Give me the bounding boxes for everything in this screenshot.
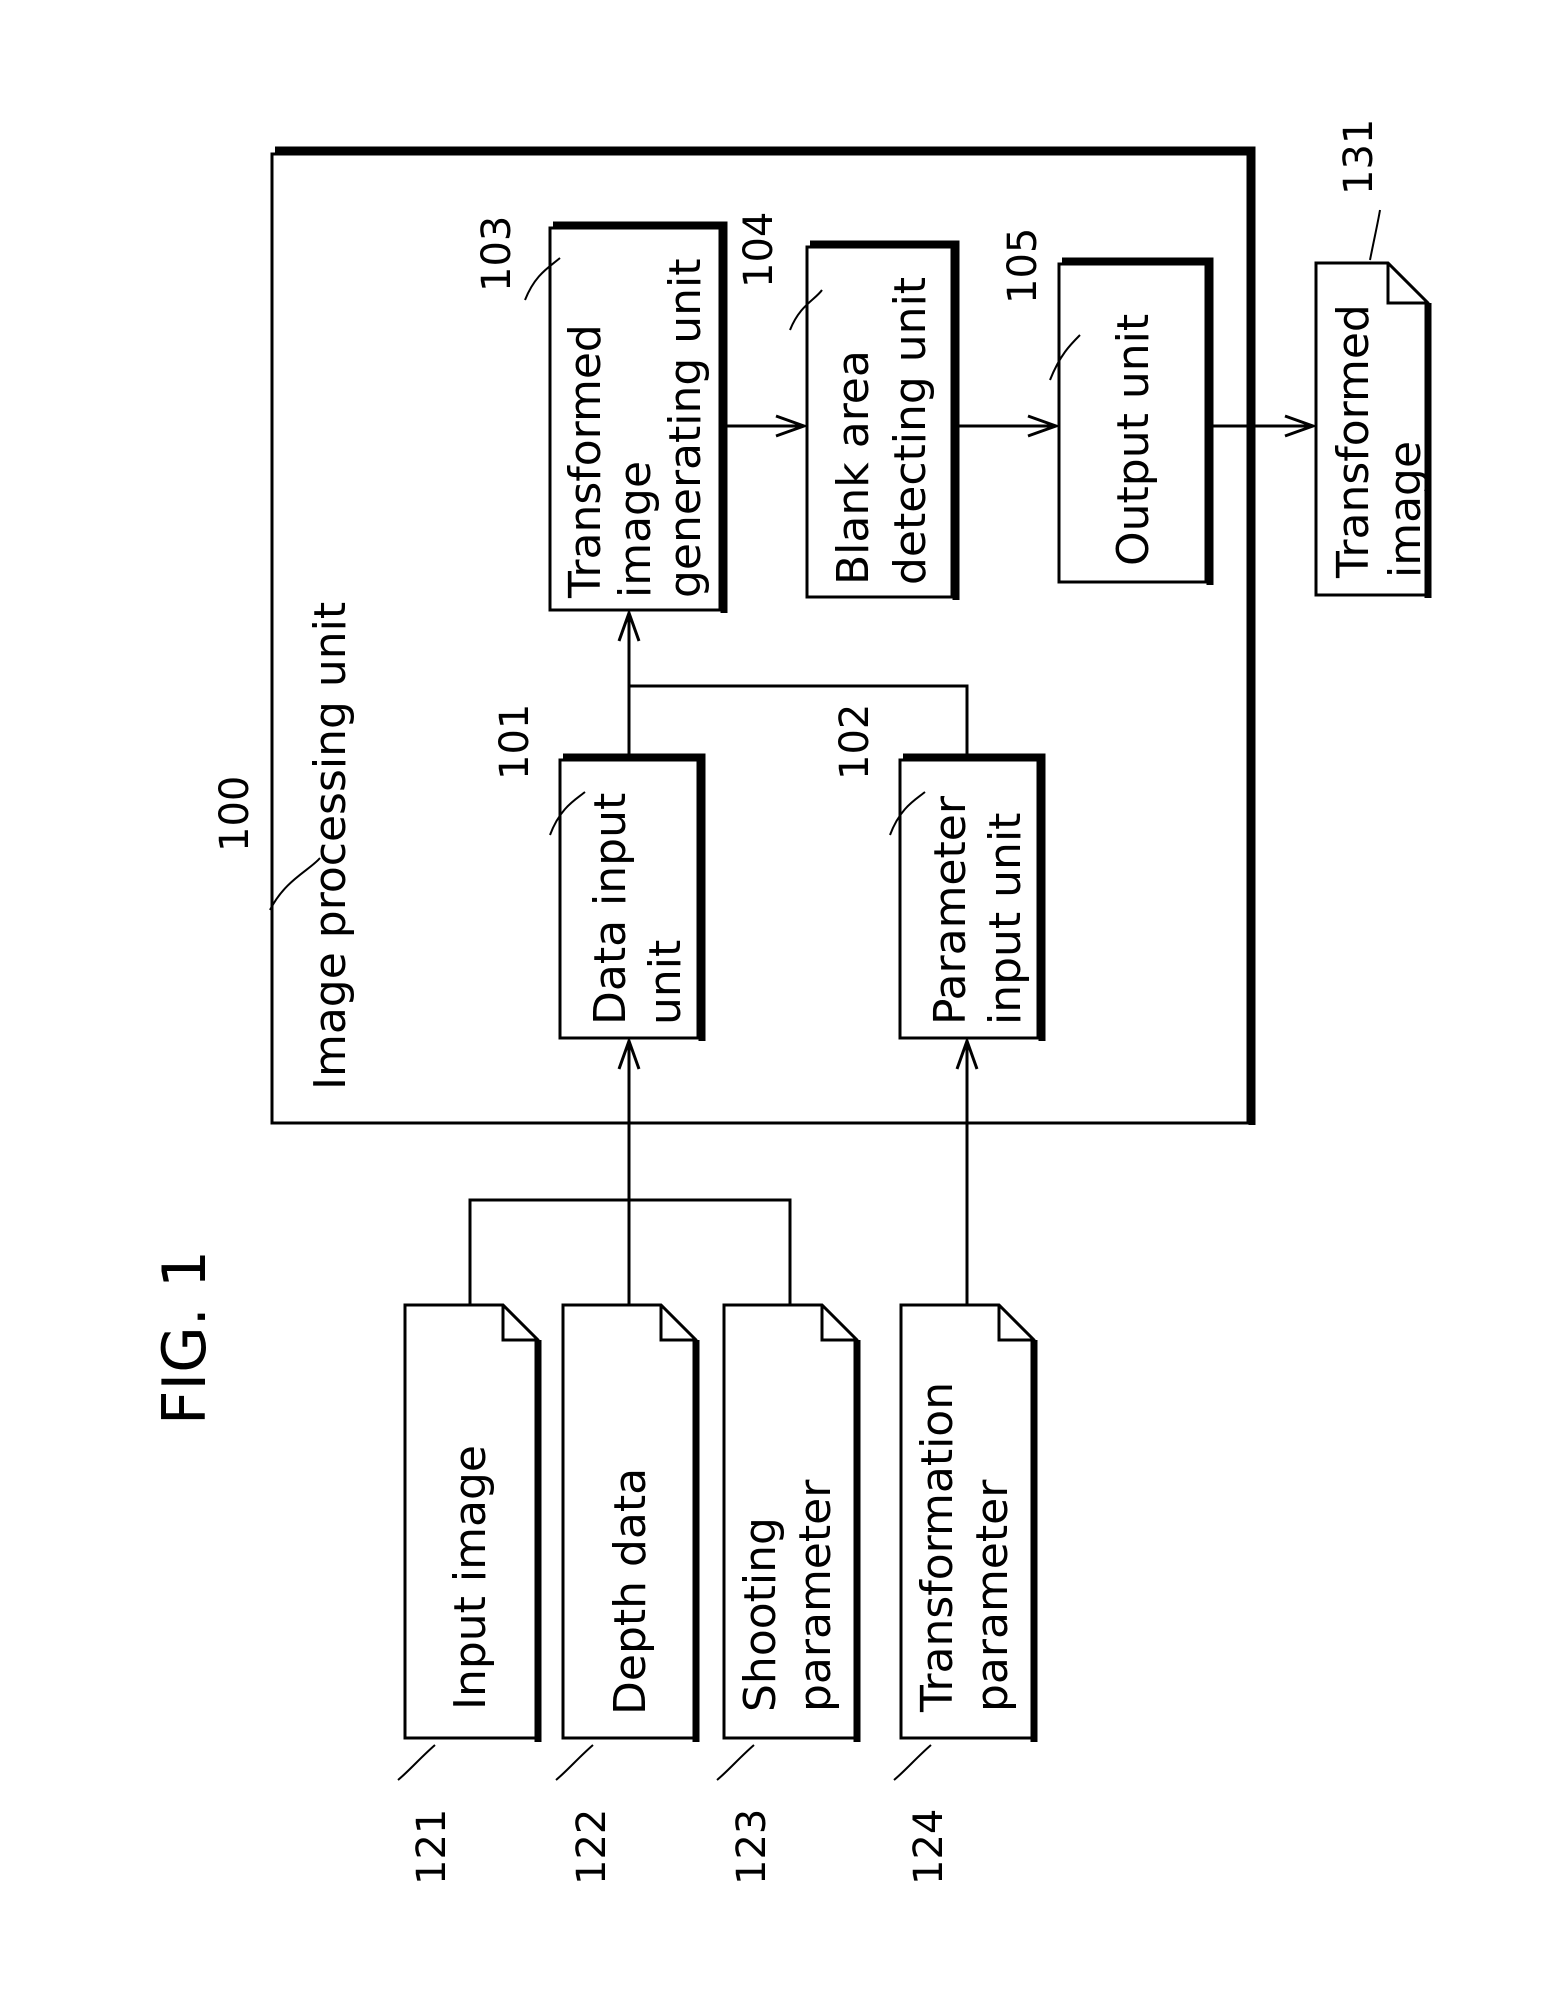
input-doc-121: Input image 121 xyxy=(398,1305,538,1885)
transformation-parameter-label-2: parameter xyxy=(967,1479,1018,1712)
leader-124 xyxy=(894,1745,931,1780)
ref-131: 131 xyxy=(1336,119,1382,195)
input-image-label: Input image xyxy=(445,1445,496,1710)
parameter-input-unit-label-1: Parameter xyxy=(925,795,976,1025)
detecting-unit-label-2: detecting unit xyxy=(885,277,936,585)
output-unit-label: Output unit xyxy=(1108,314,1159,566)
depth-data-label: Depth data xyxy=(605,1468,656,1715)
output-doc-131: Transformed image 131 xyxy=(1316,119,1431,598)
ref-105: 105 xyxy=(1000,228,1046,304)
ref-103: 103 xyxy=(474,216,520,292)
transformed-image-label-2: image xyxy=(1380,441,1431,578)
ref-101: 101 xyxy=(492,704,538,780)
input-doc-124: Transformation parameter 124 xyxy=(894,1305,1034,1885)
detecting-unit-label-1: Blank area xyxy=(828,350,879,585)
generating-unit-label-1: Transformed xyxy=(560,324,611,599)
data-input-unit-label-1: Data input xyxy=(585,793,636,1025)
input-doc-122: Depth data 122 xyxy=(556,1305,696,1885)
ref-102: 102 xyxy=(832,704,878,780)
image-processing-unit-label: Image processing unit xyxy=(305,602,356,1090)
ref-123: 123 xyxy=(729,1809,775,1885)
generating-unit-label-2: image xyxy=(610,461,661,598)
leader-131 xyxy=(1370,210,1380,260)
shooting-parameter-label-2: parameter xyxy=(790,1479,841,1712)
ref-104: 104 xyxy=(736,212,782,288)
leader-123 xyxy=(717,1745,754,1780)
ref-122: 122 xyxy=(569,1809,615,1885)
ref-100: 100 xyxy=(212,776,258,852)
shooting-parameter-label-1: Shooting xyxy=(735,1517,786,1712)
leader-121 xyxy=(398,1745,435,1780)
transformed-image-label-1: Transformed xyxy=(1328,304,1379,579)
parameter-input-unit-label-2: input unit xyxy=(980,813,1031,1025)
input-doc-123: Shooting parameter 123 xyxy=(717,1305,857,1885)
data-input-unit-label-2: unit xyxy=(640,940,691,1025)
ref-121: 121 xyxy=(409,1809,455,1885)
ref-124: 124 xyxy=(906,1809,952,1885)
leader-122 xyxy=(556,1745,593,1780)
figure-title: FIG. 1 xyxy=(150,1250,220,1425)
transformation-parameter-label-1: Transformation xyxy=(912,1382,963,1713)
generating-unit-label-3: generating unit xyxy=(660,258,711,598)
